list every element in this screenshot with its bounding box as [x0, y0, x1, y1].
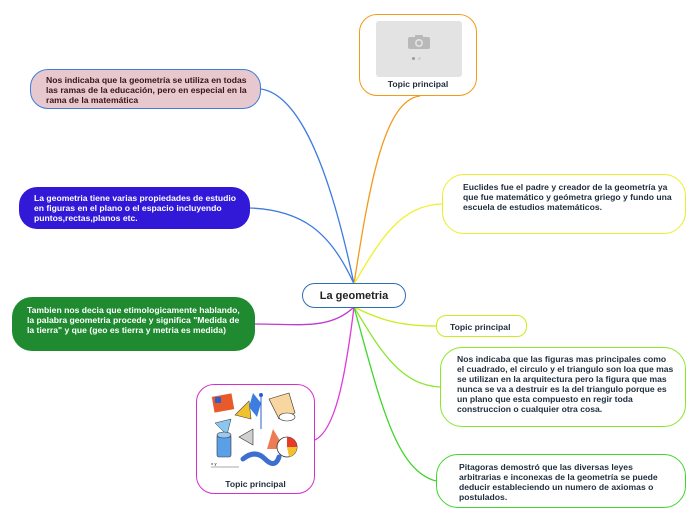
- edge-green: [254, 306, 355, 326]
- node-text: Tambien nos decia que etimologicamente h…: [27, 305, 240, 335]
- topic-node-pitagoras[interactable]: Pitagoras demostró que las diversas leye…: [436, 454, 686, 508]
- edge-pink: [260, 88, 355, 285]
- image-caption: Topic principal: [387, 79, 449, 89]
- node-text: Nos indicaba que las figuras mas princip…: [457, 354, 674, 414]
- edge-pitagoras: [353, 306, 437, 482]
- edge-image-top: [353, 95, 421, 285]
- topic-node-etimologia[interactable]: Tambien nos decia que etimologicamente h…: [12, 297, 255, 351]
- image-placeholder: [376, 21, 462, 77]
- camera-icon: [408, 35, 430, 49]
- edge-image-bottom: [314, 306, 355, 441]
- edge-euclides: [353, 203, 443, 285]
- topic-node-geometry-image[interactable]: x y Topic principal: [196, 384, 315, 494]
- central-topic-label: La geometria: [319, 289, 389, 302]
- node-text: Nos indicaba que la geometría se utiliza…: [46, 75, 247, 105]
- edge-topic: [353, 306, 437, 327]
- topic-node-principal[interactable]: Topic principal: [436, 315, 527, 337]
- edge-blue: [249, 207, 355, 285]
- node-text: Euclides fue el padre y creador de la ge…: [463, 182, 672, 212]
- geometry-shapes-illustration: x y: [211, 392, 298, 468]
- topic-node-euclides[interactable]: Euclides fue el padre y creador de la ge…: [442, 174, 686, 234]
- topic-node-propiedades[interactable]: La geometria tiene varias propiedades de…: [19, 187, 250, 229]
- topic-node-educacion[interactable]: Nos indicaba que la geometría se utiliza…: [30, 69, 261, 109]
- carousel-dot-active: [412, 57, 415, 60]
- node-text: Topic principal: [450, 322, 511, 332]
- edge-figuras: [353, 306, 441, 388]
- carousel-dot: [418, 57, 421, 60]
- topic-node-figuras[interactable]: Nos indicaba que las figuras mas princip…: [440, 347, 686, 427]
- topic-node-image-placeholder[interactable]: Topic principal: [359, 14, 477, 96]
- node-text: Pitagoras demostró que las diversas leye…: [459, 462, 658, 502]
- svg-text:x y: x y: [211, 461, 217, 466]
- central-topic[interactable]: La geometria: [302, 283, 406, 308]
- node-text: La geometria tiene varias propiedades de…: [34, 193, 237, 223]
- image-caption: Topic principal: [225, 479, 286, 489]
